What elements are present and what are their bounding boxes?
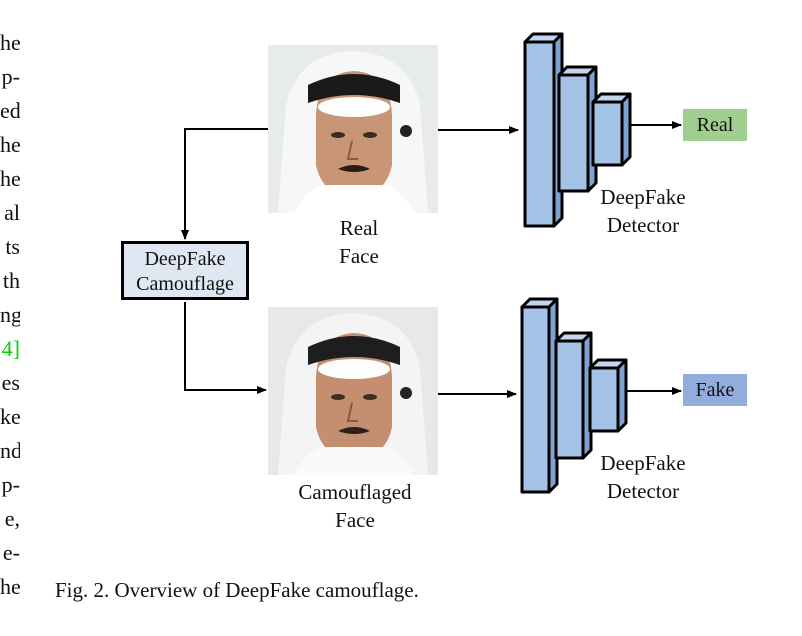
detector-bottom	[520, 297, 628, 494]
real-face-image	[268, 45, 438, 213]
text-fragment: he	[0, 166, 20, 191]
arrow-camouflage-to-face	[184, 302, 267, 394]
text-fragment: e,	[4, 506, 20, 531]
text-fragment: es	[1, 370, 20, 395]
camouflaged-face-label-line1: Camouflaged	[298, 480, 412, 504]
text-fragment: ng	[0, 302, 20, 327]
face-portrait-icon	[268, 307, 438, 475]
detector-top-label-line1: DeepFake	[600, 185, 686, 209]
text-fragment: ke	[0, 404, 20, 429]
detector-top-label-line2: Detector	[606, 213, 680, 237]
output-real-label: Real	[683, 109, 747, 141]
left-column-text: he p- ed he he al ts th ng 4] es ke nd p…	[0, 26, 20, 604]
text-fragment: e-	[2, 540, 20, 565]
citation-link[interactable]: 4]	[1, 336, 20, 361]
camouflage-box-line1: DeepFake	[144, 248, 226, 270]
face-portrait-icon	[268, 45, 438, 213]
text-fragment: al	[4, 200, 20, 225]
text-fragment: ts	[5, 234, 20, 259]
real-face-label-line2: Face	[339, 244, 379, 268]
text-fragment: he	[0, 30, 20, 55]
camouflage-box: DeepFake Camouflage	[121, 241, 249, 300]
real-face-label-line1: Real	[339, 216, 379, 240]
figure-caption: Fig. 2. Overview of DeepFake camouflage.	[55, 578, 419, 602]
text-fragment: p-	[1, 64, 20, 89]
detector-bottom-label-line2: Detector	[606, 479, 680, 503]
detector-top	[523, 32, 632, 228]
text-fragment: he	[0, 574, 20, 599]
detector-bottom-label-line1: DeepFake	[600, 451, 686, 475]
camouflage-box-line2: Camouflage	[136, 273, 234, 295]
camouflaged-face-label: Camouflaged Face	[280, 478, 430, 534]
text-fragment: p-	[1, 472, 20, 497]
text-fragment: ed	[0, 98, 20, 123]
detector-top-label: DeepFake Detector	[584, 183, 702, 239]
real-face-label: Real Face	[318, 214, 400, 270]
detector-bottom-label: DeepFake Detector	[584, 449, 702, 505]
text-fragment: th	[2, 268, 20, 293]
output-fake-label: Fake	[683, 374, 747, 406]
text-fragment: he	[0, 132, 20, 157]
arrow-real-to-camouflage	[181, 128, 268, 240]
camouflaged-face-image	[268, 307, 438, 475]
camouflaged-face-label-line2: Face	[335, 508, 375, 532]
text-fragment: nd	[0, 438, 20, 463]
